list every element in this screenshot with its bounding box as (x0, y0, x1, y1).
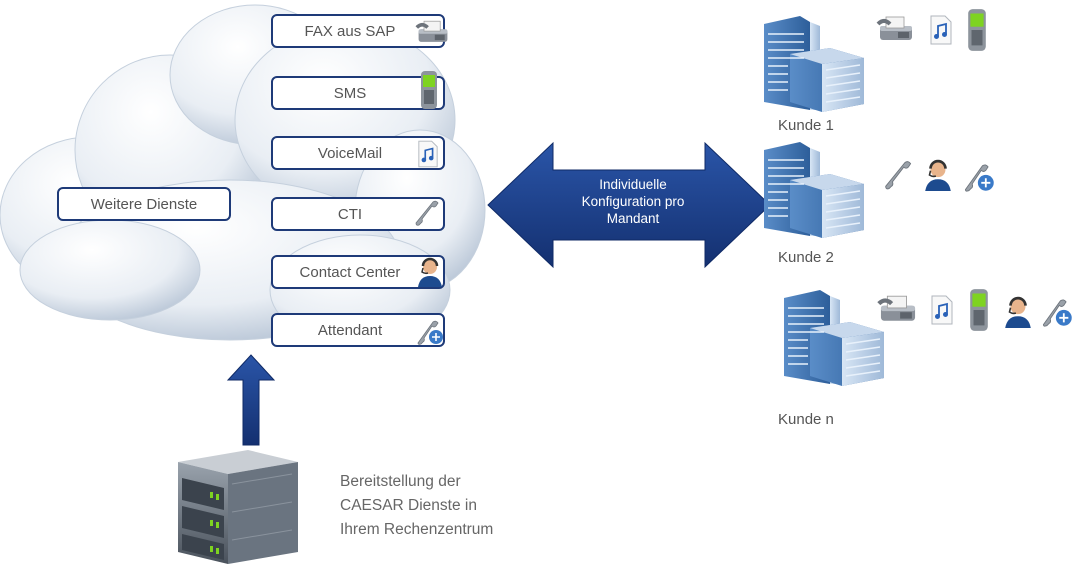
datacenter-caption: Bereitstellung der CAESAR Dienste in Ihr… (340, 470, 493, 542)
agent-headset-icon (1002, 293, 1034, 331)
arrow-caption-line-3: Mandant (606, 211, 660, 226)
service-sms: SMS (271, 76, 445, 110)
building-icon (760, 14, 870, 114)
service-voicemail-label: VoiceMail (317, 144, 383, 162)
service-attendant: Attendant (271, 313, 445, 347)
customer-1-label: Kunde 1 (778, 117, 834, 134)
fax-icon (876, 293, 920, 325)
service-cti: CTI (271, 197, 445, 231)
service-voicemail: VoiceMail (271, 136, 445, 170)
service-fax: FAX aus SAP (271, 14, 445, 48)
customer-n-label: Kunde n (778, 411, 834, 428)
attendant-phone-icon (962, 158, 996, 194)
arrow-caption: Individuelle Konfiguration pro Mandant (558, 176, 708, 227)
music-note-icon (930, 290, 954, 330)
datacenter-caption-line-2: CAESAR Dienste in (340, 497, 477, 514)
fax-icon (876, 14, 916, 44)
server-rack-icon (178, 450, 298, 564)
service-fax-label: FAX aus SAP (304, 22, 396, 40)
agent-headset-icon (922, 156, 954, 194)
phone-handset-icon (880, 158, 914, 192)
other-services-box: Weitere Dienste (57, 187, 231, 221)
arrow-caption-line-2: Konfiguration pro (581, 194, 685, 209)
building-icon (760, 140, 870, 240)
service-contact-center-label: Contact Center (299, 263, 401, 281)
mobile-phone-icon (966, 8, 988, 52)
customer-2-label: Kunde 2 (778, 249, 834, 266)
datacenter-caption-line-1: Bereitstellung der (340, 473, 461, 490)
service-contact-center: Contact Center (271, 255, 445, 289)
service-sms-label: SMS (333, 84, 367, 102)
other-services-label: Weitere Dienste (90, 195, 198, 213)
attendant-phone-icon (1040, 292, 1074, 330)
mobile-phone-icon (968, 288, 990, 332)
music-note-icon (929, 10, 953, 50)
service-attendant-label: Attendant (317, 321, 383, 339)
datacenter-caption-line-3: Ihrem Rechenzentrum (340, 521, 494, 538)
building-icon (780, 288, 890, 388)
arrow-caption-line-1: Individuelle (599, 177, 667, 192)
service-cti-label: CTI (337, 205, 363, 223)
